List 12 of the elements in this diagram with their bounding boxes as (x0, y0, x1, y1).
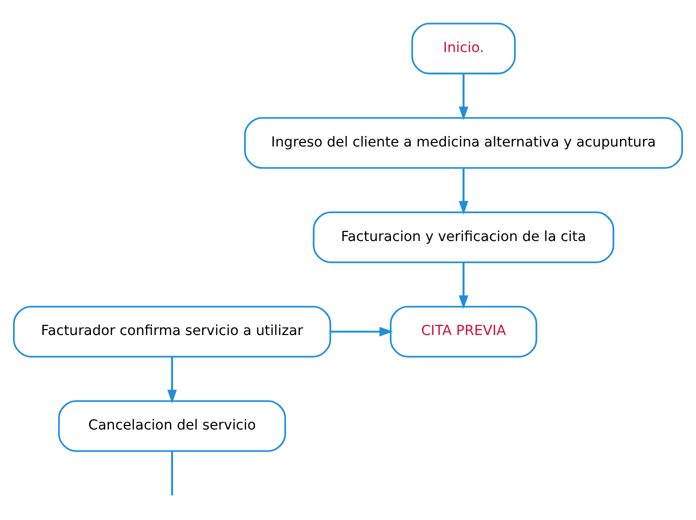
node-box: CITA PREVIA (390, 306, 538, 358)
node-box: Ingreso del cliente a medicina alternativa y acupuntura (244, 117, 683, 169)
node-box: Facturador confirma servicio a utilizar (13, 306, 332, 358)
arrow (330, 326, 394, 336)
connector (171, 451, 174, 496)
arrow (458, 262, 468, 309)
arrow (458, 74, 468, 120)
node-box: Facturacion y verificacion de la cita (312, 211, 614, 264)
node-box: Inicio. (411, 22, 516, 74)
arrow (458, 168, 468, 215)
node-box: Cancelacion del servicio (58, 400, 286, 452)
arrow (167, 357, 177, 404)
